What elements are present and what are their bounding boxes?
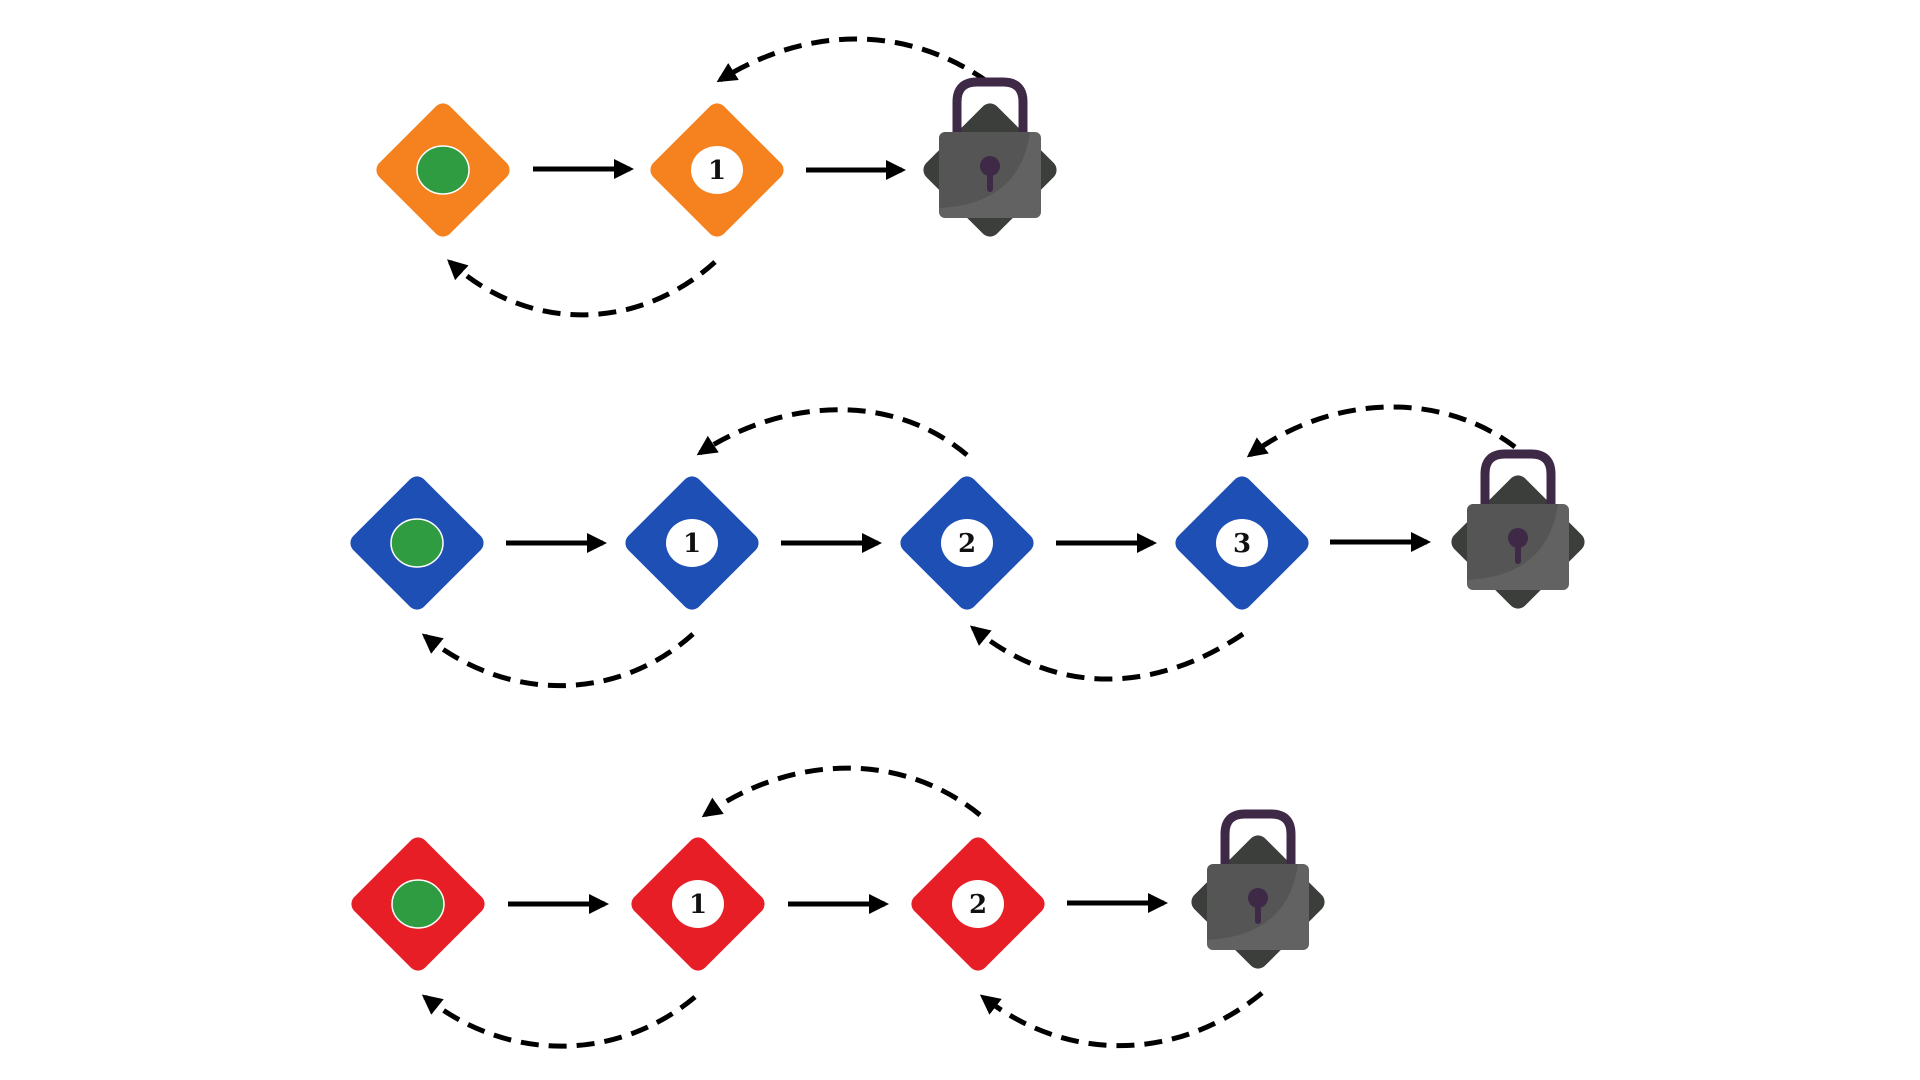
back-arrow bbox=[969, 625, 1245, 682]
start-node[interactable] bbox=[346, 472, 487, 613]
back-arrow bbox=[1246, 404, 1517, 458]
step-node[interactable]: 1 bbox=[621, 472, 762, 613]
lock-sheen bbox=[939, 132, 1041, 218]
keyhole-icon bbox=[1508, 528, 1528, 548]
step-label: 1 bbox=[708, 156, 726, 186]
step-node[interactable]: 3 bbox=[1171, 472, 1312, 613]
lock-sheen bbox=[1467, 504, 1569, 590]
step-label: 1 bbox=[683, 529, 701, 559]
lock-node[interactable] bbox=[1187, 809, 1328, 973]
step-label: 2 bbox=[958, 529, 976, 559]
step-label: 1 bbox=[689, 890, 707, 920]
step-label-disc bbox=[1216, 519, 1268, 567]
back-arrow bbox=[979, 991, 1264, 1049]
lock-sheen bbox=[1207, 864, 1309, 950]
lock-node[interactable] bbox=[919, 77, 1060, 241]
start-node[interactable] bbox=[347, 833, 488, 974]
row-blue: 1 2 3 bbox=[346, 404, 1588, 689]
step-node[interactable]: 1 bbox=[627, 833, 768, 974]
step-label-disc bbox=[952, 880, 1004, 928]
keyhole-slot bbox=[987, 170, 993, 192]
start-dot bbox=[390, 518, 444, 568]
lock-node[interactable] bbox=[1447, 449, 1588, 613]
step-label-disc bbox=[691, 146, 743, 194]
keyhole-slot bbox=[1255, 902, 1261, 924]
lock-shackle-icon bbox=[952, 77, 1028, 147]
keyhole-icon bbox=[980, 156, 1000, 176]
step-label-disc bbox=[941, 519, 993, 567]
lock-shackle-icon bbox=[1220, 809, 1296, 879]
row-red: 1 2 bbox=[347, 765, 1328, 1049]
start-node[interactable] bbox=[372, 99, 513, 240]
step-label: 2 bbox=[969, 890, 987, 920]
step-node[interactable]: 1 bbox=[646, 99, 787, 240]
start-dot bbox=[391, 879, 445, 929]
back-arrow bbox=[421, 632, 695, 689]
step-label-disc bbox=[672, 880, 724, 928]
back-arrow bbox=[716, 36, 990, 85]
step-node[interactable]: 2 bbox=[907, 833, 1048, 974]
keyhole-slot bbox=[1515, 542, 1521, 564]
keyhole-icon bbox=[1248, 888, 1268, 908]
start-dot bbox=[416, 145, 470, 195]
row-orange: 1 bbox=[372, 36, 1060, 318]
step-label-disc bbox=[666, 519, 718, 567]
lock-shackle-icon bbox=[1480, 449, 1556, 519]
back-arrow bbox=[421, 994, 697, 1049]
back-arrow bbox=[701, 765, 982, 818]
back-arrow bbox=[696, 407, 969, 457]
step-node[interactable]: 2 bbox=[896, 472, 1037, 613]
step-label: 3 bbox=[1233, 529, 1251, 559]
back-arrow bbox=[447, 259, 717, 318]
